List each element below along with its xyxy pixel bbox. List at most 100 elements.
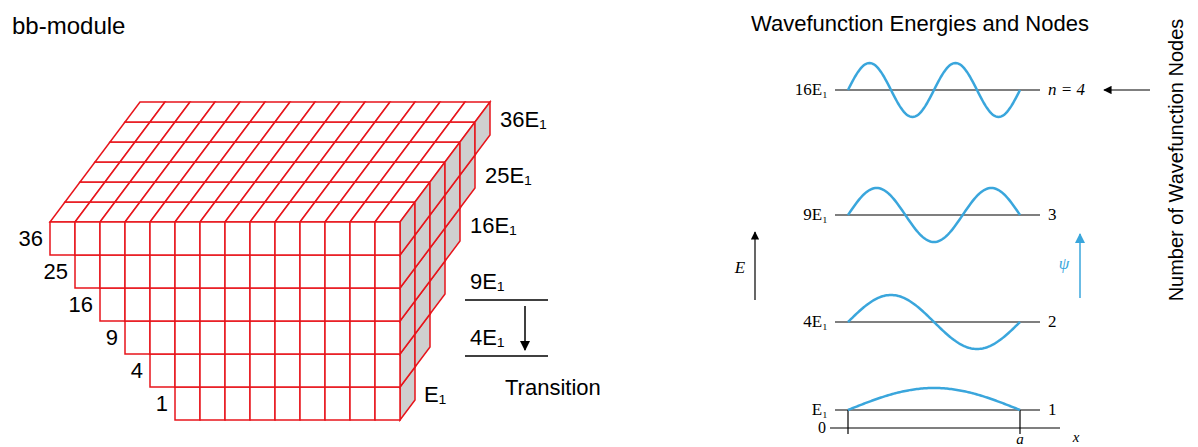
- cube-front: [375, 222, 400, 255]
- cube-front: [350, 255, 375, 288]
- cube-front: [300, 255, 325, 288]
- cube-front: [325, 321, 350, 354]
- energy-label: 16E₁: [470, 214, 517, 238]
- cube-front: [275, 288, 300, 321]
- cube-layer: [75, 155, 475, 288]
- cube-front: [150, 321, 175, 354]
- transition-label: Transition: [505, 376, 601, 400]
- cube-front: [125, 321, 150, 354]
- cube-front: [175, 321, 200, 354]
- cube-front: [225, 288, 250, 321]
- transition-arrow: [524, 306, 526, 350]
- wavefunction-curve: [848, 188, 1020, 242]
- cube-front: [75, 255, 100, 288]
- cube-front: [350, 288, 375, 321]
- quantum-number: 3: [1048, 206, 1057, 225]
- cube-front: [175, 288, 200, 321]
- cube-front: [225, 255, 250, 288]
- cube-front: [250, 354, 275, 387]
- cube-front: [250, 387, 275, 420]
- cube-front: [225, 387, 250, 420]
- cube-front: [75, 222, 100, 255]
- cube-front: [250, 288, 275, 321]
- cube-side: [475, 102, 490, 155]
- axis-tick: [847, 410, 848, 434]
- cube-count: 4: [131, 358, 143, 382]
- cube-front: [200, 321, 225, 354]
- cube-front: [175, 255, 200, 288]
- cube-front: [100, 288, 125, 321]
- cube-front: [275, 354, 300, 387]
- cube-front: [325, 288, 350, 321]
- cube-front: [150, 222, 175, 255]
- cube-side: [415, 182, 430, 235]
- cube-front: [125, 222, 150, 255]
- cube-front: [375, 255, 400, 288]
- energy-label: 4E₁: [803, 313, 828, 332]
- cube-front: [225, 321, 250, 354]
- energy-label: 9E₁: [803, 206, 828, 225]
- cube-side: [445, 142, 460, 195]
- cube-front: [300, 387, 325, 420]
- cube-front: [300, 354, 325, 387]
- energy-label: 4E₁: [470, 326, 504, 350]
- energy-arrow: [754, 232, 755, 300]
- panel-title: Wavefunction Energies and Nodes: [751, 12, 1089, 36]
- x-axis: [830, 427, 1060, 428]
- cube-front: [175, 222, 200, 255]
- cube-front: [350, 321, 375, 354]
- cube-front: [275, 222, 300, 255]
- energy-levels: [755, 90, 1150, 434]
- energy-label: 16E₁: [795, 81, 828, 100]
- wavefunctions: [848, 63, 1020, 410]
- transition-levels: [465, 300, 548, 356]
- axis-value: a: [1016, 431, 1024, 447]
- cube-count: 9: [106, 325, 118, 349]
- cube-front: [100, 255, 125, 288]
- panel-title: bb-module: [12, 13, 125, 39]
- wavefunction-curve: [848, 388, 1020, 410]
- energy-label: 36E₁: [500, 108, 547, 132]
- cube-front: [325, 354, 350, 387]
- cube-front: [150, 255, 175, 288]
- cube-front: [375, 288, 400, 321]
- cube-front: [200, 354, 225, 387]
- cube-front: [150, 288, 175, 321]
- quantum-number: 2: [1048, 313, 1057, 332]
- cube-front: [125, 288, 150, 321]
- cube-staircase: [50, 102, 490, 420]
- energy-label: 25E₁: [485, 164, 532, 188]
- cube-front: [250, 255, 275, 288]
- cube-count: 25: [44, 259, 68, 283]
- cube-layer: [50, 102, 490, 255]
- cube-front: [375, 321, 400, 354]
- cube-front: [300, 222, 325, 255]
- cube-front: [175, 354, 200, 387]
- cube-front: [200, 288, 225, 321]
- cube-front: [375, 387, 400, 420]
- axis-title: Number of Wavefunction Nodes: [1165, 19, 1187, 302]
- psi-arrow: [1079, 234, 1081, 298]
- cube-layer: [150, 314, 430, 387]
- cube-front: [200, 222, 225, 255]
- cube-front: [50, 222, 75, 255]
- cube-front: [225, 354, 250, 387]
- level-line: [465, 299, 548, 301]
- cube-count: 1: [156, 391, 168, 415]
- cube-front: [150, 354, 175, 387]
- energy-line: [835, 89, 1040, 90]
- cube-front: [175, 387, 200, 420]
- cube-front: [350, 354, 375, 387]
- cube-front: [350, 387, 375, 420]
- cube-front: [250, 321, 275, 354]
- cube-front: [300, 321, 325, 354]
- energy-line: [835, 214, 1040, 215]
- cube-front: [325, 222, 350, 255]
- cube-front: [300, 288, 325, 321]
- energy-label: E₁: [812, 401, 828, 420]
- quantum-number: 1: [1048, 401, 1057, 420]
- cube-side: [430, 162, 445, 215]
- energy-label: E₁: [424, 383, 446, 407]
- cube-front: [350, 222, 375, 255]
- cube-front: [100, 222, 125, 255]
